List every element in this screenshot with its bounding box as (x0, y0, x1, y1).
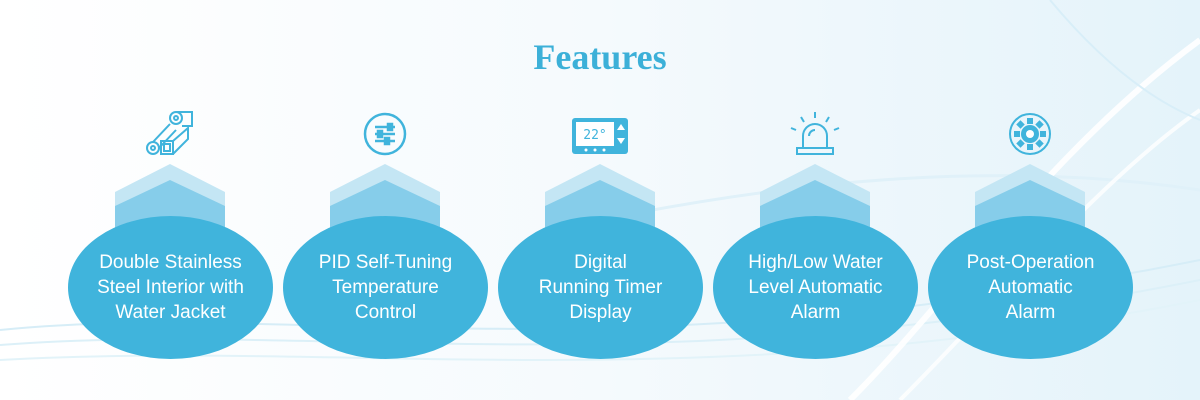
page-title: Features (533, 37, 667, 77)
gear-icon (1000, 104, 1060, 164)
feature-label: High/Low Water Level Automatic Alarm (748, 252, 883, 323)
thermostat-reading: 22° (583, 128, 606, 143)
steel-pipes-icon (140, 104, 200, 164)
feature-badge: Digital Running Timer Display (498, 216, 703, 359)
feature-badge: Double Stainless Steel Interior with Wat… (68, 216, 273, 359)
feature-badge: High/Low Water Level Automatic Alarm (713, 216, 918, 359)
thermostat-display-icon: 22° (570, 104, 630, 164)
feature-card: Double Stainless Steel Interior with Wat… (68, 100, 273, 362)
feature-label: Digital Running Timer Display (538, 252, 663, 323)
feature-card: Post-Operation Automatic Alarm (928, 100, 1133, 362)
feature-card: High/Low Water Level Automatic Alarm (713, 100, 918, 362)
sliders-icon (355, 104, 415, 164)
feature-label: Post-Operation Automatic Alarm (966, 252, 1095, 323)
feature-label: PID Self-Tuning Temperature Control (318, 252, 453, 323)
feature-badge: PID Self-Tuning Temperature Control (283, 216, 488, 359)
feature-card: PID Self-Tuning Temperature Control (283, 100, 488, 362)
feature-card: 22° Digital Running Timer Display (498, 100, 703, 362)
alarm-light-icon (785, 104, 845, 164)
feature-label: Double Stainless Steel Interior with Wat… (97, 252, 244, 323)
feature-badge: Post-Operation Automatic Alarm (928, 216, 1133, 359)
